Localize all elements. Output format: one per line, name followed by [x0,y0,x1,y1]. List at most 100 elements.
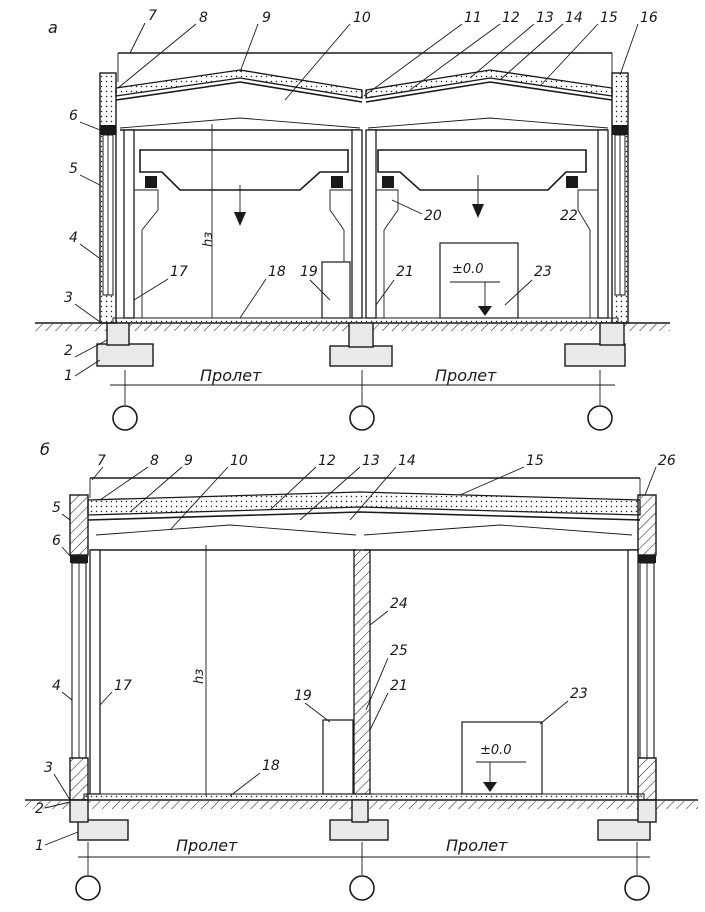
span-left-label: Пролет [176,836,238,855]
foundations [69,799,657,841]
callout: 10 [230,453,248,469]
roof [87,491,641,551]
callout: 1 [35,838,44,854]
callouts-a: 7 8 9 10 11 12 13 14 15 16 6 5 4 [64,8,658,384]
corbel-right [577,189,598,318]
column-right [627,549,639,795]
callout: 7 [148,8,157,24]
columns [89,549,639,795]
axis-marker-1 [112,405,138,431]
foundation-right-neck [637,799,657,823]
callout: 7 [97,453,106,469]
walls [99,72,629,324]
lintel-left [100,125,116,135]
column-right [597,129,609,319]
column-left [123,129,135,319]
callout: 13 [536,10,554,26]
cranes [139,149,587,226]
callout: 9 [262,10,271,26]
callout: 2 [35,801,44,817]
column-middle-left [351,129,363,319]
callout: 17 [170,264,188,280]
foundation-middle-neck [348,322,374,348]
callout: 12 [318,453,336,469]
floor-slab [83,793,645,801]
columns [123,129,609,319]
foundation-right [597,819,651,841]
callout: 19 [300,264,318,280]
section-b: б [25,440,698,901]
wall-left-top [69,494,89,556]
corbel-middle-left [329,189,352,318]
foundation-middle [329,345,393,367]
crane-right [377,149,587,191]
callout: 19 [294,688,312,704]
foundation-middle-neck [351,799,369,823]
callout: 4 [52,678,61,694]
callout: 17 [114,678,132,694]
callout: 21 [390,678,408,694]
foundations [96,322,626,367]
crane-left [139,149,349,191]
axis-marker-2 [349,405,375,431]
corbel-middle-right [376,189,399,318]
foundation-left-neck [106,322,130,346]
column-left [89,549,101,795]
callout: 18 [262,758,280,774]
callout: 6 [69,108,78,124]
axis-marker-3 [624,875,650,901]
wall-right-bottom [637,757,657,801]
axis-marker-2 [349,875,375,901]
callout: 16 [640,10,658,26]
callout: 3 [64,290,73,306]
roof [115,69,613,131]
callout: 10 [353,10,371,26]
callout: 25 [390,643,408,659]
gate [439,242,519,319]
span-left-label: Пролет [200,366,262,385]
foundation-left [96,343,154,367]
callout: 13 [362,453,380,469]
section-a: а [35,8,670,431]
span-right-label: Пролет [435,366,497,385]
span-right-label: Пролет [446,836,508,855]
callout: 18 [268,264,286,280]
callout: 24 [390,596,408,612]
floor-slab [112,317,619,324]
callout: 9 [184,453,193,469]
callout: 5 [52,500,61,516]
callout: 11 [464,10,482,26]
level-mark: ±0.0 [452,262,484,277]
callout: 20 [424,208,442,224]
callout: 2 [64,343,73,359]
gate [461,721,543,795]
callout: 26 [658,453,676,469]
height-symbol: hз [192,669,207,684]
callout: 12 [502,10,520,26]
callout: 5 [69,161,78,177]
callout: 15 [600,10,618,26]
callout: 23 [534,264,552,280]
callouts-b: 7 8 9 10 12 13 14 15 26 5 6 4 3 [35,453,676,854]
partition-wall [353,549,371,795]
callout: 4 [69,230,78,246]
door [322,719,354,795]
door [321,261,351,319]
callout: 23 [570,686,588,702]
callout: 14 [565,10,583,26]
foundation-left-neck [69,799,89,823]
callout: 15 [526,453,544,469]
axis-marker-1 [75,875,101,901]
axis-marker-3 [587,405,613,431]
height-symbol: hз [201,232,216,247]
foundation-left [77,819,129,841]
foundation-right [564,343,626,367]
foundation-middle [329,819,389,841]
callout: 22 [560,208,578,224]
callout: 8 [150,453,159,469]
foundation-right-neck [599,322,625,346]
callout: 14 [398,453,416,469]
corbel-left [134,189,159,318]
column-middle-right [365,129,377,319]
